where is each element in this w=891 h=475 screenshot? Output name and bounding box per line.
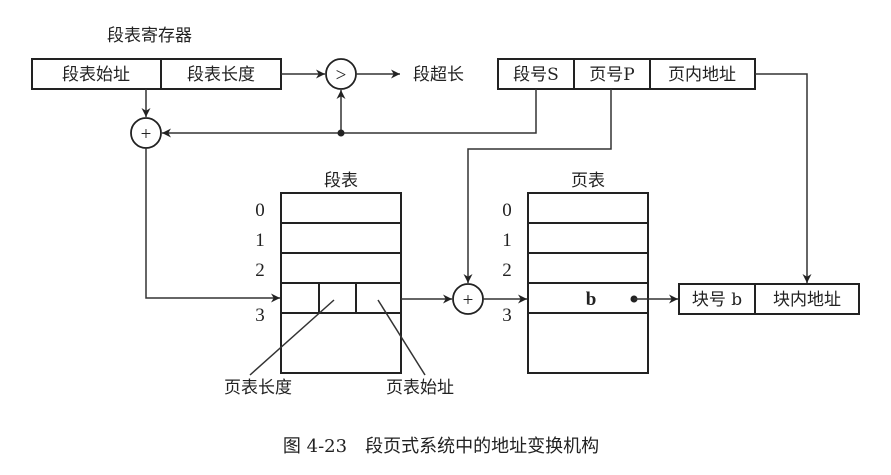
page-table-length-label: 页表长度 bbox=[224, 378, 292, 398]
offset-line bbox=[755, 73, 812, 283]
adder1-to-segment-table-arrow bbox=[145, 148, 280, 303]
page-table-title: 页表 bbox=[571, 171, 605, 191]
figure-caption: 图 4-23 段页式系统中的地址变换机构 bbox=[283, 436, 599, 457]
page-table-start-callout bbox=[377, 299, 426, 376]
field-block-number: 块号 b bbox=[692, 290, 742, 310]
segment-table-title: 段表 bbox=[324, 171, 358, 191]
seg-row-0: 0 bbox=[255, 200, 265, 221]
field-page-number: 页号P bbox=[589, 65, 634, 85]
page-row-2: 2 bbox=[502, 260, 512, 281]
logical-address: 段号S 页号P 页内地址 bbox=[497, 58, 756, 90]
seg-row-2: 2 bbox=[255, 260, 265, 281]
comparator-symbol: > bbox=[336, 65, 347, 86]
seg-row-1: 1 bbox=[255, 230, 265, 251]
page-table-start-label: 页表始址 bbox=[386, 378, 454, 398]
page-row-3: 3 bbox=[502, 305, 512, 326]
adder-2: + bbox=[452, 283, 484, 315]
seg-row-3: 3 bbox=[255, 305, 265, 326]
field-block-offset: 块内地址 bbox=[773, 290, 841, 310]
adder-1: + bbox=[130, 117, 162, 149]
svg-text:+: + bbox=[463, 290, 474, 311]
register-field-start: 段表始址 bbox=[62, 65, 130, 85]
page-number-line bbox=[463, 89, 612, 283]
physical-address: 块号 b 块内地址 bbox=[678, 283, 860, 315]
segment-number-line bbox=[162, 89, 537, 138]
page-table-length-callout bbox=[249, 299, 335, 376]
register-field-length: 段表长度 bbox=[187, 65, 255, 85]
page-row-0: 0 bbox=[502, 200, 512, 221]
overflow-label: 段超长 bbox=[413, 65, 464, 85]
segment-table bbox=[280, 192, 402, 374]
field-page-offset: 页内地址 bbox=[668, 65, 736, 85]
page-entry-b: b bbox=[586, 289, 597, 310]
comparator: > bbox=[325, 58, 357, 90]
page-row-1: 1 bbox=[502, 230, 512, 251]
field-segment-number: 段号S bbox=[513, 65, 559, 85]
segment-table-register: 段表始址 段表长度 bbox=[31, 58, 282, 90]
svg-text:+: + bbox=[141, 124, 152, 145]
page-table bbox=[527, 192, 649, 374]
register-title: 段表寄存器 bbox=[107, 26, 192, 46]
junction-dot bbox=[337, 129, 345, 137]
